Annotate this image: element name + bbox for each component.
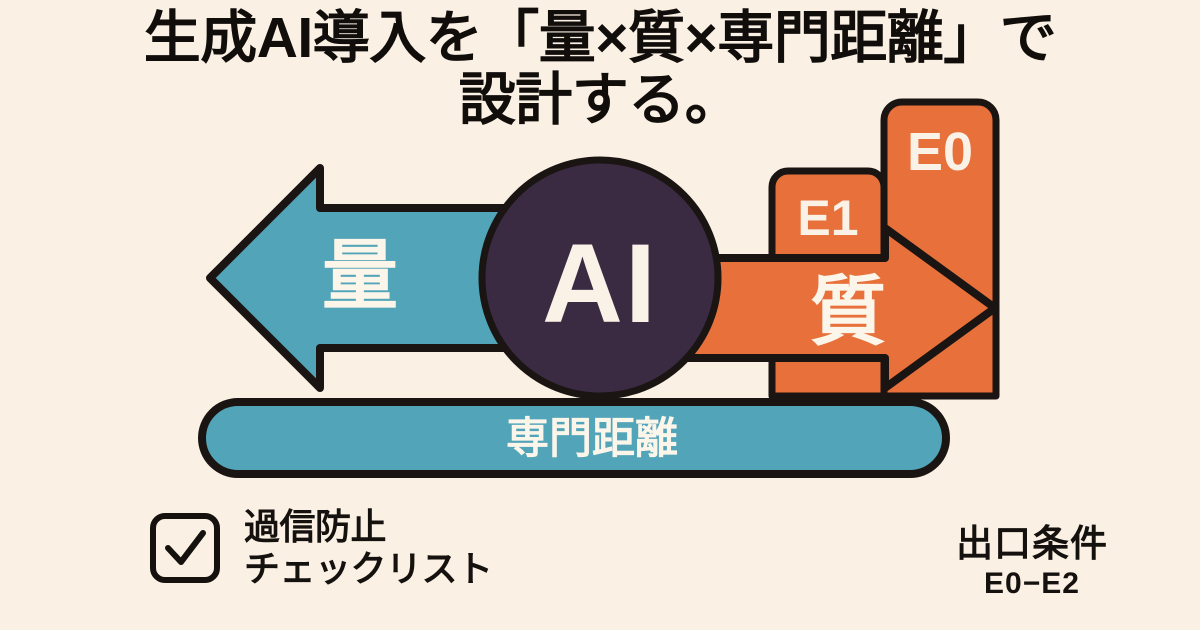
right-arrow-label: 質 — [810, 270, 886, 355]
overconfidence-checklist: 過信防止 チェックリスト — [148, 506, 493, 590]
exit-bar-e1-label: E1 — [797, 190, 858, 246]
page-title: 生成AI導入を「量×質×専門距離」で 設計する。 — [0, 6, 1200, 132]
ai-circle: AI — [478, 156, 722, 400]
right-arrow-quality: 質 — [641, 224, 999, 392]
checklist-label: 過信防止 チェックリスト — [244, 506, 493, 590]
exit-condition-range: E0−E2 — [984, 566, 1080, 600]
left-arrow-quantity: 量 — [206, 164, 559, 392]
page-title-line-1: 生成AI導入を「量×質×専門距離」で — [143, 6, 1057, 70]
exit-condition-title: 出口条件 — [956, 523, 1108, 564]
exit-condition-block: 出口条件 E0−E2 — [956, 523, 1108, 600]
checkbox-checked-icon — [150, 513, 220, 584]
baseline-bar-domain-distance: 専門距離 — [198, 398, 950, 478]
ai-circle-label: AI — [542, 221, 658, 346]
left-arrow-label: 量 — [322, 234, 398, 319]
exit-bar-e0-label: E0 — [907, 122, 973, 182]
page-title-line-2: 設計する。 — [458, 67, 742, 132]
baseline-bar-label: 専門距離 — [506, 415, 678, 463]
checklist-label-line-2: チェックリスト — [244, 548, 493, 590]
checklist-label-line-1: 過信防止 — [244, 506, 387, 547]
